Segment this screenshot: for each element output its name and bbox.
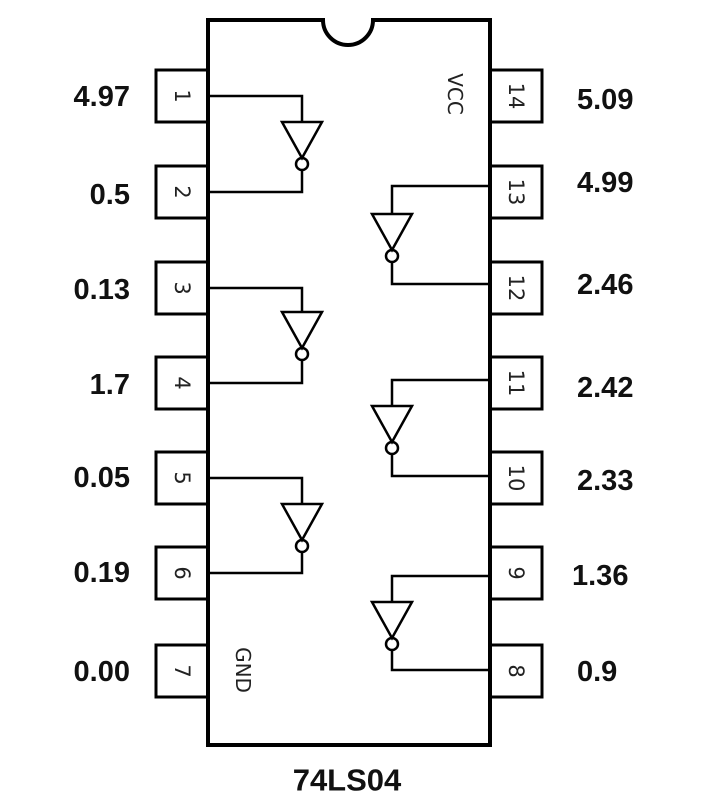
pin-number-4: 4 — [170, 376, 194, 389]
pin-number-2: 2 — [170, 185, 194, 198]
right-pin-boxes — [488, 68, 544, 699]
ic-body — [206, 18, 492, 747]
pin-box-14 — [488, 68, 544, 124]
inverter-gate-4 — [369, 184, 490, 286]
pin-number-3: 3 — [170, 281, 194, 294]
voltage-pin-11: 2.42 — [577, 372, 633, 404]
vcc-label: VCC — [443, 73, 467, 115]
left-inverters — [208, 94, 325, 575]
pin-box-10 — [488, 450, 544, 506]
pin-number-5: 5 — [170, 471, 194, 484]
voltage-pin-8: 0.9 — [577, 656, 617, 688]
inverter-gate-1 — [208, 94, 325, 194]
voltage-pin-4: 1.7 — [90, 369, 130, 401]
voltage-pin-2: 0.5 — [90, 179, 130, 211]
pin-box-7 — [154, 643, 210, 699]
right-voltage-readings: 5.09 4.99 2.46 2.42 2.33 1.36 0.9 — [572, 84, 633, 688]
pin-number-6: 6 — [170, 566, 194, 579]
pin-numbers: 1 2 3 4 5 6 7 14 13 12 11 10 9 8 — [170, 83, 528, 678]
left-voltage-readings: 4.97 0.5 0.13 1.7 0.05 0.19 0.00 — [74, 81, 130, 688]
pin-number-8: 8 — [504, 664, 528, 677]
pin-number-1: 1 — [170, 89, 194, 102]
gnd-label: GND — [231, 647, 255, 693]
part-number-label: 74LS04 — [293, 763, 402, 798]
inverter-gate-5 — [369, 378, 490, 478]
voltage-pin-5: 0.05 — [74, 462, 130, 494]
voltage-pin-13: 4.99 — [577, 167, 633, 199]
pin-number-14: 14 — [504, 83, 528, 110]
inverter-gate-3 — [208, 476, 325, 575]
pin-box-11 — [488, 355, 544, 411]
voltage-pin-14: 5.09 — [577, 84, 633, 116]
voltage-pin-9: 1.36 — [572, 560, 628, 592]
voltage-pin-7: 0.00 — [74, 656, 130, 688]
voltage-pin-1: 4.97 — [74, 81, 130, 113]
voltage-pin-12: 2.46 — [577, 269, 633, 301]
pin-number-9: 9 — [504, 566, 528, 579]
pin-box-12 — [488, 260, 544, 316]
pin-number-11: 11 — [504, 370, 528, 397]
pin-box-9 — [488, 545, 544, 601]
voltage-pin-6: 0.19 — [74, 557, 130, 589]
right-inverters — [369, 184, 490, 672]
voltage-pin-3: 0.13 — [74, 274, 130, 306]
pin-number-7: 7 — [170, 664, 194, 677]
inverter-gate-2 — [208, 286, 325, 385]
pin-number-13: 13 — [504, 179, 528, 206]
voltage-pin-10: 2.33 — [577, 465, 633, 497]
pin-number-12: 12 — [504, 275, 528, 302]
inverter-gate-6 — [369, 574, 490, 672]
pin-box-13 — [488, 164, 544, 220]
pin-number-10: 10 — [504, 465, 528, 492]
